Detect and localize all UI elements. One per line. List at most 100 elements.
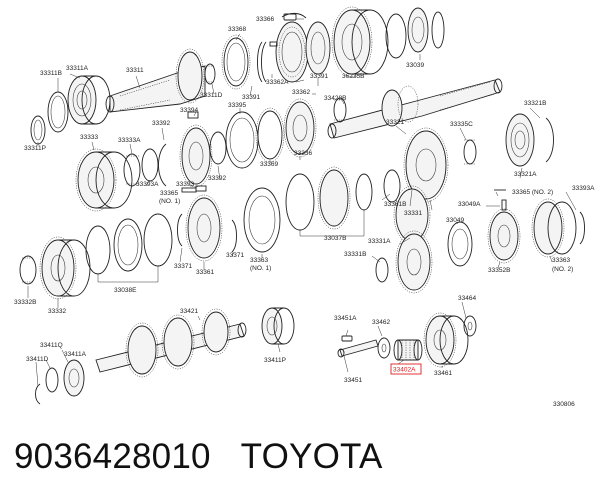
snap-ring-33391 <box>257 41 267 83</box>
key-33049a <box>501 199 507 211</box>
label-33039: 33039 <box>406 62 424 69</box>
label-33451: 33451 <box>344 377 362 384</box>
label-33421: 33421 <box>180 308 198 315</box>
label-33333a: 33333A <box>118 137 141 144</box>
input-shaft-33311 <box>105 48 206 113</box>
label-33394: 33394 <box>180 107 198 114</box>
washer-33464 <box>463 315 477 337</box>
hub-33393 <box>179 111 213 193</box>
label-33333: 33333 <box>80 134 98 141</box>
snap-ring-33311b <box>47 91 69 133</box>
hub-33361 <box>185 185 223 262</box>
label-33363-no2-sub: (NO. 2) <box>552 266 573 273</box>
synchro-ring-33368 <box>221 34 251 90</box>
label-33363-no1-sub: (NO. 1) <box>250 265 271 272</box>
label-33391-a: 33391 <box>242 94 260 101</box>
output-shaft-33321 <box>327 78 503 139</box>
label-33428b: 33428B <box>324 95 346 102</box>
snap-ring-33311p <box>30 115 46 145</box>
gear-33331a <box>395 230 433 294</box>
label-33451a: 33451A <box>334 315 357 322</box>
label-33361: 33361 <box>196 269 214 276</box>
label-33371-a: 33371 <box>174 263 192 270</box>
label-33363-no1: 33363 <box>250 257 268 264</box>
synchro-assy-33037b <box>285 166 373 237</box>
label-33038e: 33038E <box>114 287 137 294</box>
gear-33333 <box>75 148 133 212</box>
label-33331b: 33331B <box>344 251 366 258</box>
label-33363-no2: 33363 <box>552 257 570 264</box>
label-33332: 33332 <box>48 308 66 315</box>
label-33335c: 33335C <box>450 121 473 128</box>
synchro-set-33038e <box>85 213 173 283</box>
bearing-33411a <box>63 359 85 397</box>
gear-33321 <box>403 127 449 203</box>
label-33362a: 33362A <box>266 79 289 86</box>
label-33049: 33049 <box>446 217 464 224</box>
bearing-set-33039 <box>385 7 445 59</box>
ring-33371-right <box>231 219 237 253</box>
label-33411d: 33411D <box>26 356 49 363</box>
brand-name: TOYOTA <box>240 437 383 476</box>
needle-bearing-33402a <box>393 339 423 361</box>
label-33321: 33321 <box>386 119 404 126</box>
highlight-box <box>390 363 422 375</box>
part-number: 9036428010 <box>14 437 211 476</box>
label-33331: 33331 <box>404 210 422 217</box>
hub-sleeve-33362a <box>269 13 309 83</box>
label-33411a: 33411A <box>64 351 87 358</box>
label-33311a: 33311A <box>66 65 89 72</box>
synchro-ring-33395 <box>225 111 259 169</box>
hub-33352b <box>487 208 521 264</box>
label-33464: 33464 <box>458 295 476 302</box>
snap-ring-33411d <box>35 383 41 405</box>
label-33311d: 33311D <box>200 92 223 99</box>
label-33311b: 33311B <box>40 70 62 77</box>
label-33393a-right: 33393A <box>572 185 595 192</box>
sleeve-33363-no2 <box>531 198 577 258</box>
needle-bearing-33311d <box>204 63 216 85</box>
label-33365-no2: 33365 (NO. 2) <box>512 189 553 196</box>
label-33365-no1: 33365 <box>160 190 178 197</box>
label-33332b: 33332B <box>14 299 36 306</box>
callout-labels: 33366 33368 33311A 33311B 33311 33311D 3… <box>14 16 595 408</box>
label-33391-b: 33391 <box>310 73 328 80</box>
label-33311: 33311 <box>126 67 144 74</box>
label-33393a: 33393A <box>136 181 159 188</box>
label-33049a: 33049A <box>458 201 481 208</box>
clutch-hub-33362 <box>305 21 331 75</box>
label-33321b: 33321B <box>524 100 546 107</box>
snap-ring-33321b <box>545 117 554 163</box>
label-33371-b: 33371 <box>226 252 244 259</box>
label-33368: 33368 <box>228 26 246 33</box>
highlighted-part-callout: 33402A <box>390 363 422 375</box>
gear-33336 <box>283 98 317 158</box>
gear-36235b <box>331 6 389 78</box>
label-33392-a: 33392 <box>152 120 170 127</box>
label-33395: 33395 <box>228 102 246 109</box>
snap-ring-33411q <box>45 367 59 393</box>
synchro-33393a <box>141 148 159 182</box>
ring-33371-left <box>177 213 183 247</box>
parts-diagram: 33366 33368 33311A 33311B 33311 33311D 3… <box>14 6 595 408</box>
ring-33361b <box>383 169 401 203</box>
label-33462: 33462 <box>372 319 390 326</box>
label-33392-b: 33392 <box>208 175 226 182</box>
ring-33392-left <box>158 143 167 187</box>
needle-bearing-33332b <box>19 255 37 285</box>
label-33311p: 33311P <box>24 145 46 152</box>
ring-33369 <box>255 107 285 163</box>
label-33037b: 33037B <box>324 235 346 242</box>
gear-33332 <box>39 236 91 300</box>
bearing-33335c <box>463 139 477 165</box>
countershaft-33421 <box>95 308 247 378</box>
snap-ring-33393a-right <box>579 211 585 245</box>
ring-33392-right <box>209 131 227 165</box>
idler-gear-33461 <box>423 312 469 368</box>
label-33362: 33362 <box>292 89 310 96</box>
leader-lines <box>27 18 577 387</box>
label-33361b: 33361B <box>384 201 406 208</box>
bearing-33428b <box>333 97 347 123</box>
label-33365-no1-sub: (NO. 1) <box>159 198 180 205</box>
bearing-33321a <box>505 113 535 167</box>
